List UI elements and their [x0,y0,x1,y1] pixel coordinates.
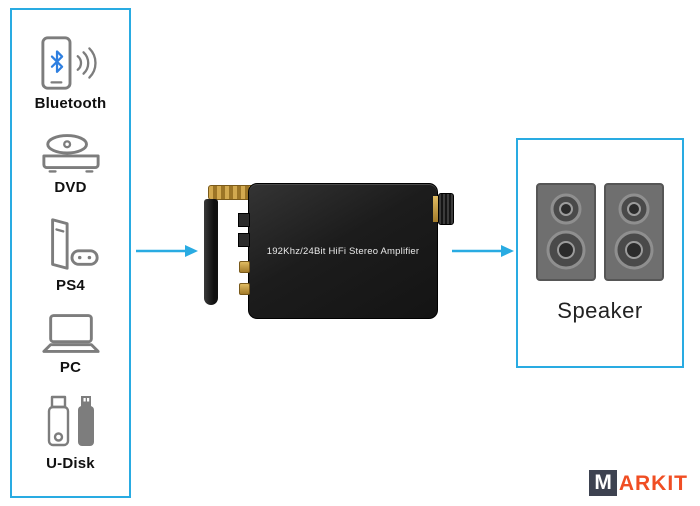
volume-knob [438,193,454,225]
dvd-player-icon [41,134,100,173]
speaker-panel: Speaker [516,138,684,368]
speaker-right [604,183,664,281]
amplifier-device: 192Khz/24Bit HiFi Stereo Amplifier [200,183,456,319]
laptop-icon [41,314,100,353]
arrow-sources-to-amplifier [136,245,198,257]
volume-knob-collar [433,196,439,222]
speaker-label: Speaker [557,298,643,323]
markit-watermark: M ARKIT [589,470,688,496]
antenna-icon [204,199,218,305]
source-item-ps4: PS4 [40,214,102,294]
source-label-pc: PC [59,359,82,376]
speaker-left [536,183,596,281]
rca-jack-icon [239,261,250,273]
source-item-udisk: U-Disk [42,394,100,472]
bluetooth-phone-icon [41,36,98,90]
source-item-pc: PC [40,312,102,376]
amplifier-body: 192Khz/24Bit HiFi Stereo Amplifier [248,183,438,319]
watermark-rest: ARKIT [618,471,688,495]
optical-port-icon [238,213,250,227]
source-item-bluetooth: Bluetooth [35,34,107,112]
usb-flash-drive-icon [47,395,94,447]
speakers-icon [536,183,664,281]
source-label-dvd: DVD [54,179,87,196]
source-label-ps4: PS4 [56,277,85,294]
source-label-bluetooth: Bluetooth [34,95,107,112]
game-console-icon [50,218,99,270]
sources-panel: Bluetooth DVD PS4 [10,8,131,498]
source-item-dvd: DVD [40,130,102,196]
rca-jack-icon [239,283,250,295]
arrow-amplifier-to-speaker [452,245,514,257]
amplifier-label: 192Khz/24Bit HiFi Stereo Amplifier [266,245,420,257]
source-label-udisk: U-Disk [46,455,95,472]
watermark-m: M [589,470,617,496]
coaxial-port-icon [238,233,250,247]
